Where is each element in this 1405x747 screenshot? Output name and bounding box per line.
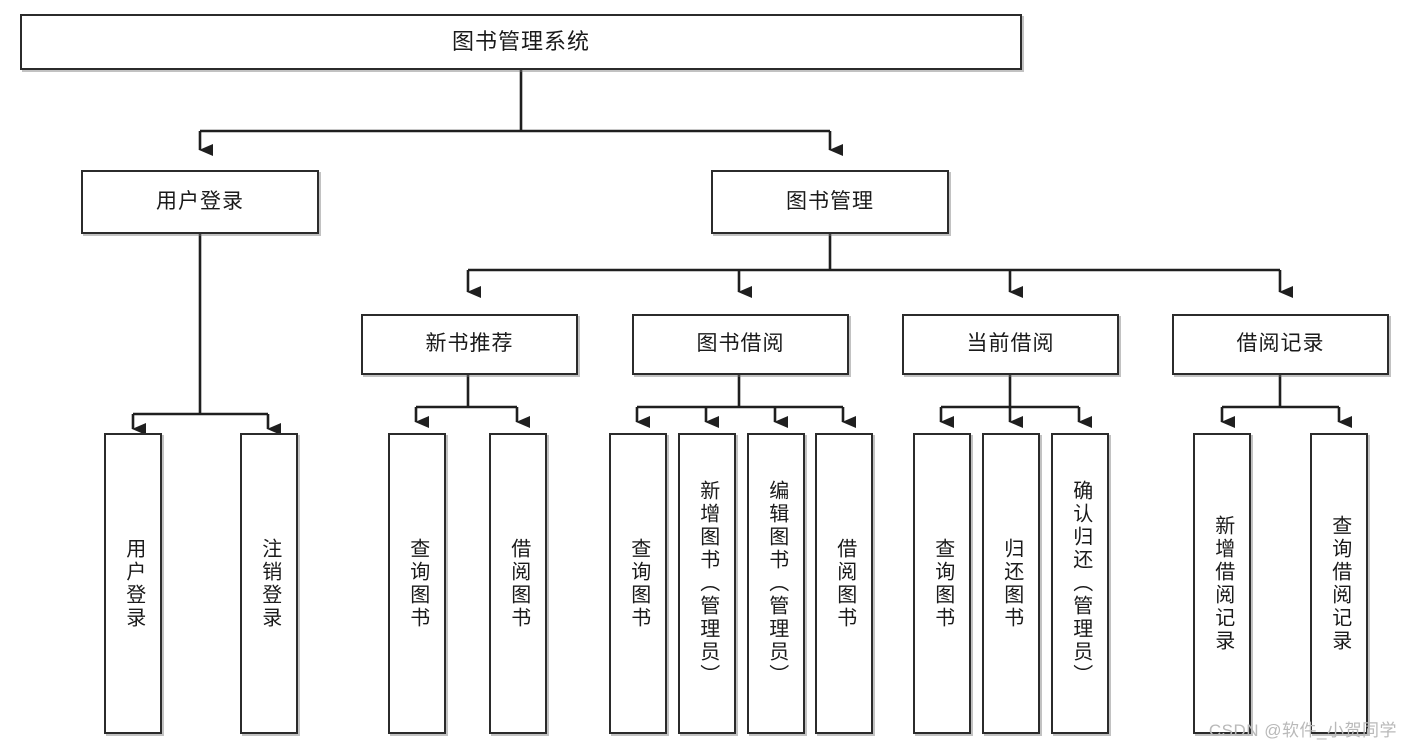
node-current-borrow[interactable]: 当前借阅 (902, 314, 1119, 375)
watermark: CSDN @软件_小贺同学 (1208, 721, 1397, 740)
node-leaf-add-record-label: 新增借阅记录 (1211, 514, 1234, 653)
node-leaf-add-record[interactable]: 新增借阅记录 (1193, 433, 1251, 734)
node-leaf-add-book-label: 新增图书（管理员） (696, 480, 719, 687)
node-leaf-query-book-3[interactable]: 查询图书 (913, 433, 971, 734)
node-current-borrow-label: 当前借阅 (966, 332, 1055, 356)
node-leaf-query-record-label: 查询借阅记录 (1328, 514, 1351, 653)
node-user-login-label: 用户登录 (156, 189, 244, 213)
node-borrow-record-label: 借阅记录 (1236, 332, 1325, 356)
node-leaf-add-book[interactable]: 新增图书（管理员） (678, 433, 736, 734)
node-borrow-record[interactable]: 借阅记录 (1172, 314, 1389, 375)
node-leaf-query-book-1[interactable]: 查询图书 (388, 433, 446, 734)
node-leaf-edit-book-label: 编辑图书（管理员） (765, 480, 788, 687)
node-leaf-query-book-1-label: 查询图书 (406, 537, 429, 630)
node-new-book-recommend[interactable]: 新书推荐 (361, 314, 578, 375)
node-book-borrow-label: 图书借阅 (696, 332, 785, 356)
node-leaf-return-book-label: 归还图书 (1000, 537, 1023, 630)
node-leaf-query-book-3-label: 查询图书 (931, 537, 954, 630)
node-book-manage[interactable]: 图书管理 (711, 170, 949, 234)
node-new-book-recommend-label: 新书推荐 (425, 332, 514, 356)
node-leaf-query-book-2[interactable]: 查询图书 (609, 433, 667, 734)
node-book-manage-label: 图书管理 (786, 189, 874, 213)
node-leaf-borrow-book-1[interactable]: 借阅图书 (489, 433, 547, 734)
node-leaf-query-book-2-label: 查询图书 (627, 537, 650, 630)
node-leaf-user-login-label: 用户登录 (122, 537, 145, 630)
node-leaf-logout-label: 注销登录 (258, 537, 281, 630)
node-leaf-borrow-book-2[interactable]: 借阅图书 (815, 433, 873, 734)
node-book-borrow[interactable]: 图书借阅 (632, 314, 849, 375)
node-user-login[interactable]: 用户登录 (81, 170, 319, 234)
node-root-label: 图书管理系统 (451, 29, 590, 55)
node-leaf-logout[interactable]: 注销登录 (240, 433, 298, 734)
node-leaf-query-record[interactable]: 查询借阅记录 (1310, 433, 1368, 734)
node-leaf-return-book[interactable]: 归还图书 (982, 433, 1040, 734)
node-leaf-edit-book[interactable]: 编辑图书（管理员） (747, 433, 805, 734)
node-leaf-borrow-book-1-label: 借阅图书 (507, 537, 530, 630)
node-leaf-borrow-book-2-label: 借阅图书 (833, 537, 856, 630)
node-leaf-confirm-return-label: 确认归还（管理员） (1069, 480, 1092, 687)
node-leaf-confirm-return[interactable]: 确认归还（管理员） (1051, 433, 1109, 734)
node-leaf-user-login[interactable]: 用户登录 (104, 433, 162, 734)
node-root[interactable]: 图书管理系统 (20, 14, 1022, 70)
